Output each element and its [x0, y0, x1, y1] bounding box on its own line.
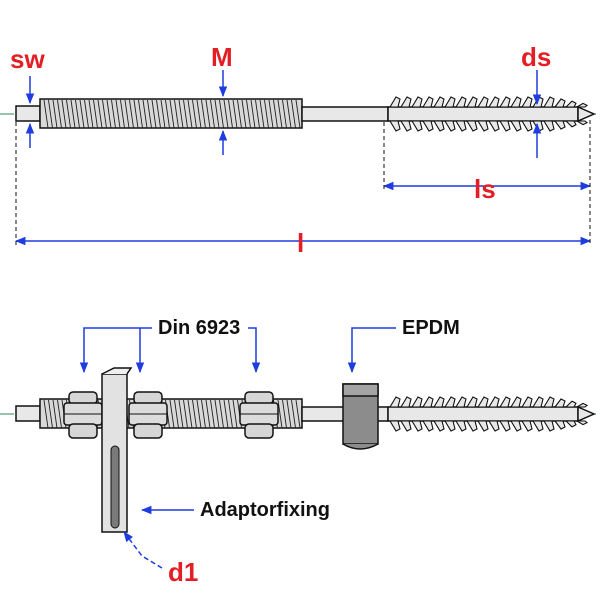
label-l: l	[297, 228, 305, 258]
label-d1: d1	[168, 557, 199, 587]
adaptor-slot	[110, 445, 120, 529]
epdm-arrow	[347, 327, 396, 374]
d1-leader	[123, 531, 163, 569]
extension-lines	[15, 120, 591, 245]
top-dimensions	[14, 70, 592, 246]
label-sw: sw	[10, 44, 45, 74]
top-drive-end	[15, 105, 41, 122]
adaptor-fixing-plate	[101, 367, 133, 533]
top-bolt	[0, 96, 600, 132]
din-bracket-left	[79, 327, 152, 374]
top-thread-lines	[43, 99, 301, 129]
label-m: M	[211, 42, 233, 72]
flange-nut-2	[128, 391, 168, 439]
top-wood-core	[387, 106, 579, 122]
flange-nut-1	[63, 391, 103, 439]
flange-nut-3	[239, 391, 279, 439]
din-bracket-right	[248, 327, 261, 374]
label-din-6923: Din 6923	[158, 317, 241, 339]
epdm-washer	[342, 383, 379, 450]
bottom-wood-core	[387, 406, 579, 422]
label-epdm: EPDM	[402, 317, 460, 339]
bottom-screw-tip	[577, 405, 596, 423]
label-ds: ds	[521, 42, 552, 72]
bottom-drive-end	[15, 405, 41, 422]
bottom-callouts	[79, 327, 396, 569]
top-screw-tip	[577, 105, 596, 123]
bottom-wood-thread	[389, 396, 589, 432]
label-ls: ls	[474, 174, 496, 204]
top-shank	[301, 106, 389, 122]
label-adaptorfixing: Adaptorfixing	[200, 499, 330, 521]
